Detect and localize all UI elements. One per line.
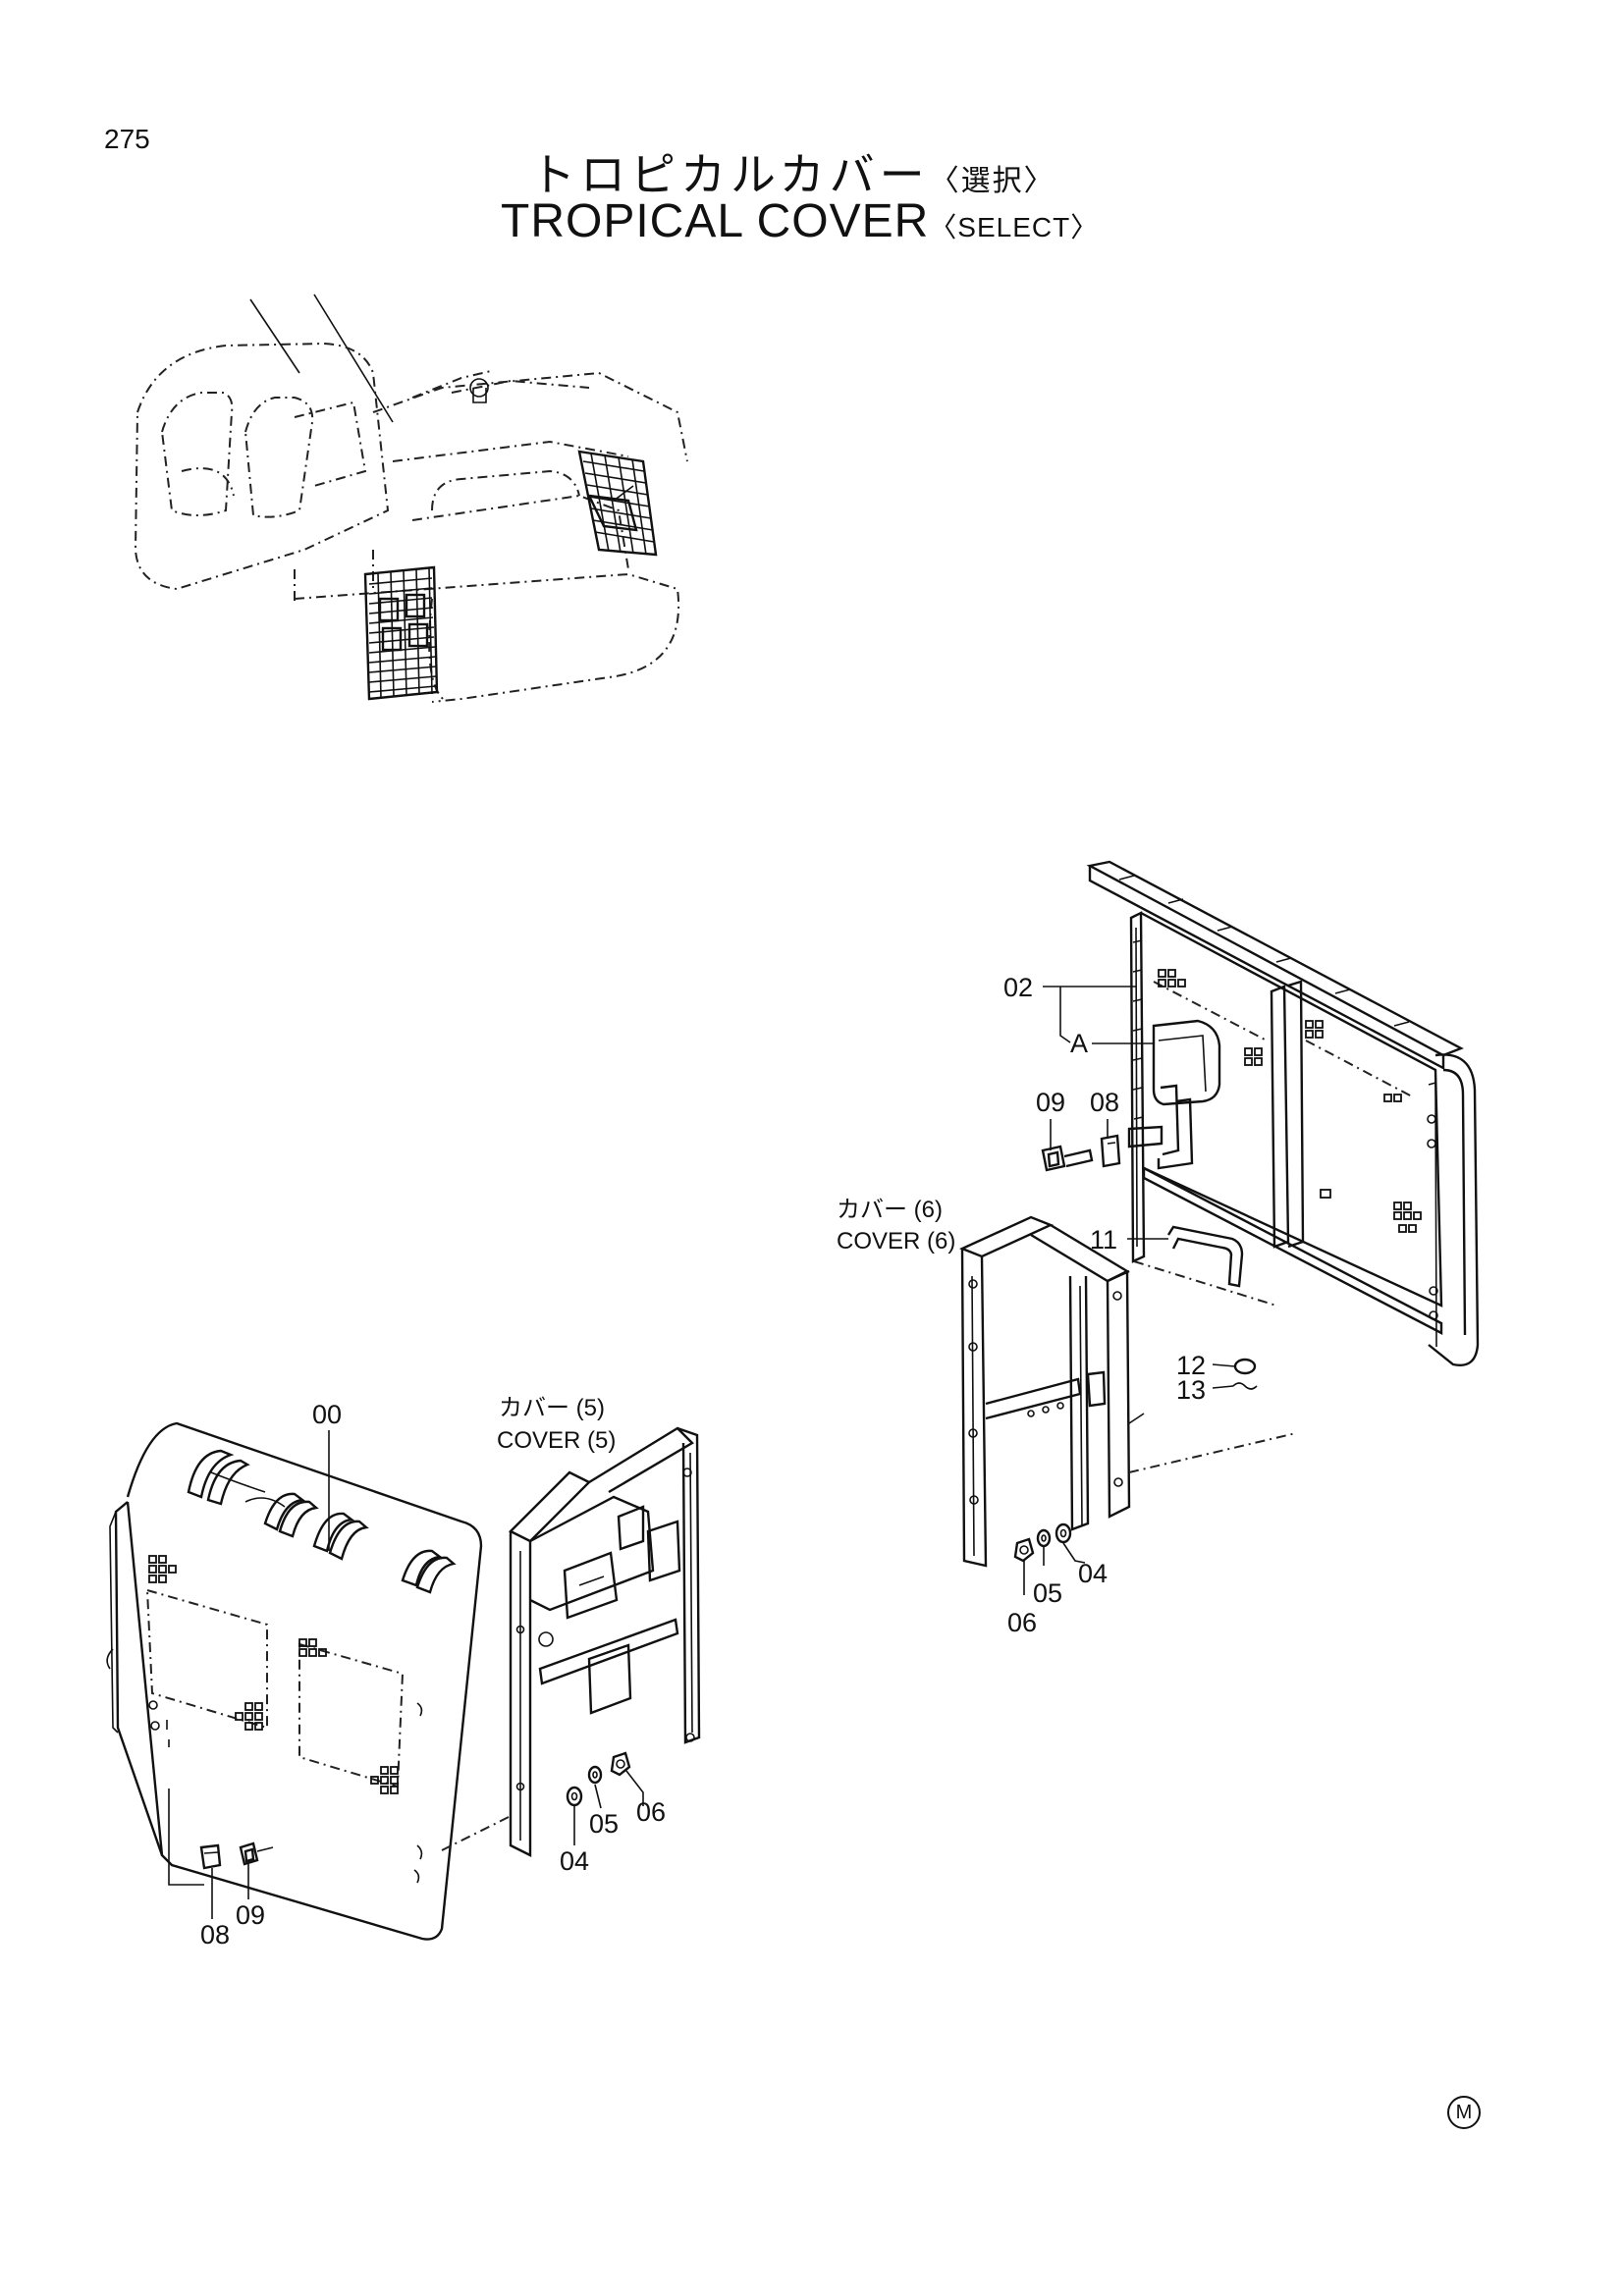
cover6-ja-label: カバー (6) [837,1197,943,1223]
callout-09-left: 09 [236,1900,265,1930]
callout-labels: 00 02 A 08 09 11 12 13 04 05 06 04 05 06… [200,973,1206,1949]
callout-a: A [1070,1029,1088,1058]
callout-13: 13 [1176,1375,1206,1405]
excavator-overview [134,294,688,703]
callout-05-right: 05 [1033,1578,1062,1608]
title-japanese-text: トロピカルカバー [530,149,930,200]
callout-11: 11 [1090,1225,1117,1255]
callout-02: 02 [1003,973,1033,1002]
callout-09-right: 09 [1036,1088,1065,1117]
title-english: TROPICAL COVER〈SELECT〉 [501,194,1099,248]
title-english-text: TROPICAL COVER [501,195,930,247]
cover5-ja-label: カバー (5) [499,1395,605,1421]
manufacturer-mark: M [1447,2096,1481,2129]
title-japanese-select: 〈選択〉 [929,165,1055,197]
right-assembly [958,860,1480,1568]
callout-06-right: 06 [1007,1608,1037,1637]
title-english-select: 〈SELECT〉 [929,212,1100,242]
callout-04-right: 04 [1078,1559,1108,1588]
callout-06-left: 06 [636,1797,666,1827]
dot-pattern-left [148,1555,399,1794]
left-assembly [106,1421,701,1941]
cover5-en-label: COVER (5) [497,1427,616,1454]
cover6-en-label: COVER (6) [837,1228,955,1255]
callout-00: 00 [312,1400,342,1429]
callout-08-left: 08 [200,1920,230,1949]
leader-lines [168,986,1236,1919]
screen-hatch-left [368,567,437,699]
callout-12: 12 [1176,1351,1206,1380]
callout-04-left: 04 [560,1846,589,1876]
screen-hatch-right [582,453,655,556]
page-number: 275 [104,124,150,154]
title-japanese: トロピカルカバー〈選択〉 [530,139,1055,204]
callout-08-right: 08 [1090,1088,1119,1117]
callout-05-left: 05 [589,1809,619,1839]
dot-pattern-right [1158,969,1422,1233]
